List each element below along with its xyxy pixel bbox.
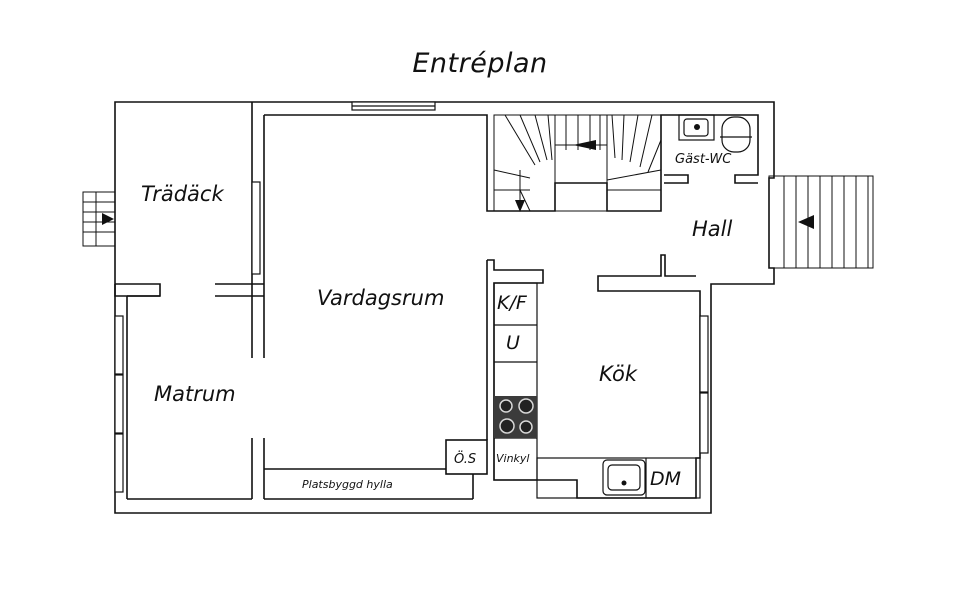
toilet <box>721 116 751 153</box>
fixture-label-vinkyl: Vinkyl <box>496 452 530 465</box>
os-cupboard <box>445 439 488 475</box>
inner-wall-vardagsrum <box>264 114 664 212</box>
wc-sink <box>678 114 715 141</box>
room-label-gast-wc: Gäst-WC <box>675 152 732 167</box>
fixture-label-os: Ö.S <box>454 452 477 467</box>
fixture-label-shelf: Platsbyggd hylla <box>302 478 393 491</box>
deck-stairs <box>82 191 116 247</box>
room-label-matrum: Matrum <box>154 382 236 406</box>
room-label-vardagsrum: Vardagsrum <box>317 286 445 310</box>
window <box>251 181 261 275</box>
window <box>699 392 709 454</box>
kitchen-wall <box>487 254 701 499</box>
room-label-hall: Hall <box>692 217 733 241</box>
fixture-label-dm: DM <box>650 468 682 490</box>
window <box>114 374 124 434</box>
window <box>699 315 709 393</box>
window <box>114 315 124 375</box>
fixture-label-kf: K/F <box>497 292 527 314</box>
window <box>114 433 124 493</box>
room-label-kok: Kök <box>599 362 638 386</box>
kitchen-sink <box>602 459 646 496</box>
fixture-label-u: U <box>506 332 520 354</box>
plan-title: Entréplan <box>412 48 548 79</box>
room-label-tradack: Trädäck <box>141 182 224 206</box>
entry-stairs <box>768 175 874 269</box>
